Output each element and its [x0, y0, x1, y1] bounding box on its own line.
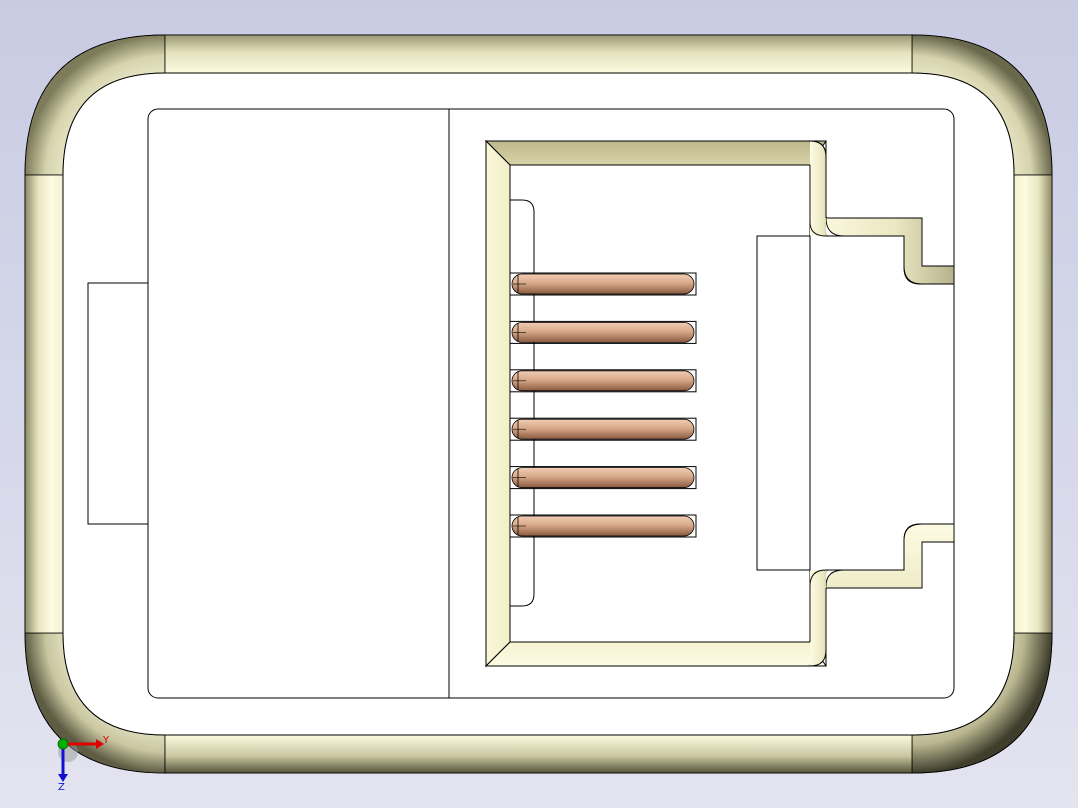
contact-pin-slot: [509, 514, 697, 538]
triad-z-arrow: [58, 774, 68, 782]
latch-rail-upper-strip: [810, 141, 832, 236]
contact-pin-1: [509, 272, 697, 296]
latch-rail-lower-strip: [810, 570, 832, 666]
contact-pin-slot: [509, 417, 697, 441]
contact-pin-4: [509, 417, 697, 441]
contact-pin-slot: [509, 320, 697, 344]
jack-opening: [484, 139, 955, 668]
contact-pin-body: [511, 370, 695, 392]
latch-rail-lower-edge: [809, 588, 827, 667]
triad-x-axis: [57, 738, 69, 750]
shell-band-right: [1013, 174, 1053, 634]
contact-pin-2: [509, 320, 697, 344]
triad-y-label: Y: [102, 735, 110, 746]
contact-pin-6: [509, 514, 697, 538]
latch-rail-lower-inner: [809, 523, 954, 642]
shell-band-top: [164, 34, 913, 74]
jack-bevel-bottom: [484, 641, 827, 667]
contact-pin-5: [509, 466, 697, 490]
jack-bevel-top: [484, 140, 827, 166]
contact-carrier: [510, 199, 535, 607]
triad-y-arrow: [96, 739, 104, 749]
latch-rail-upper-edge: [809, 140, 827, 218]
contact-pin-body: [511, 467, 695, 489]
contact-pin-body: [511, 273, 695, 295]
contact-pin-3: [509, 369, 697, 393]
contact-pin-slot: [509, 369, 697, 393]
contact-pin-slot: [509, 272, 697, 296]
orientation-triad: Y Z: [57, 735, 110, 793]
shell-band-bottom: [164, 734, 913, 774]
contact-pin-body: [511, 321, 695, 343]
contact-pins: [509, 272, 697, 538]
contact-pin-body: [511, 515, 695, 537]
jack-bevel-left: [485, 139, 511, 668]
contact-pin-slot: [509, 466, 697, 490]
latch-rail-upper-inner: [809, 165, 954, 285]
shell-band-left: [24, 174, 64, 634]
latch-window: [756, 235, 811, 571]
contact-pin-body: [511, 418, 695, 440]
triad-z-label: Z: [58, 782, 65, 793]
side-tab-outline: [87, 282, 149, 525]
